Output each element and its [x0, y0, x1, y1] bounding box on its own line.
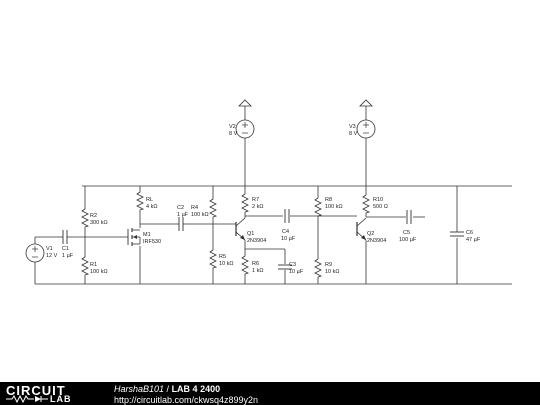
resistor-r9: R9 10 kΩ — [314, 257, 340, 278]
q1-value: 2N3904 — [247, 238, 266, 244]
capacitor-c2: C2 1 µF — [176, 205, 189, 231]
resistor-r6: R6 1 kΩ — [241, 254, 263, 275]
circuitlab-logo: CIRCUIT LAB — [4, 382, 96, 405]
resistor-rl: RL 4 kΩ — [136, 190, 157, 212]
c3-value: 10 µF — [289, 269, 304, 275]
r7-value: 2 kΩ — [252, 204, 263, 210]
v3-name: V3 — [349, 124, 356, 130]
r5-value: 10 kΩ — [219, 261, 234, 267]
r4-value: 100 kΩ — [191, 212, 209, 218]
resistor-r8: R8 100 kΩ — [314, 196, 343, 217]
c5-name: C5 — [403, 230, 410, 236]
c1-value: 1 µF — [62, 253, 74, 259]
resistor-r4: R4 100 kΩ — [191, 197, 218, 218]
c1-name: C1 — [62, 246, 69, 252]
wires — [34, 138, 512, 285]
capacitor-c6: C6 47 µF — [450, 230, 481, 243]
v1-value: 12 V — [46, 253, 58, 259]
r6-value: 1 kΩ — [252, 268, 263, 274]
m1-name: M1 — [143, 232, 151, 238]
resistor-r7: R7 2 kΩ — [241, 192, 263, 213]
resistor-r10: R10 500 Ω — [362, 193, 388, 214]
r5-name: R5 — [219, 254, 226, 260]
logo-text-top: CIRCUIT — [6, 383, 66, 398]
mosfet-m1: M1 IRF530 — [127, 228, 161, 246]
v2-value: 8 V — [229, 131, 238, 137]
capacitor-c4: C4 10 µF — [281, 209, 296, 242]
c6-name: C6 — [466, 230, 473, 236]
logo-text-bottom: LAB — [50, 394, 72, 404]
rl-value: 4 kΩ — [146, 204, 157, 210]
q1-name: Q1 — [247, 231, 254, 237]
r2-value: 300 kΩ — [90, 220, 108, 226]
rl-name: RL — [146, 197, 153, 203]
circuit-title[interactable]: LAB 4 2400 — [171, 384, 221, 394]
voltage-source-v1: V1 12 V — [25, 243, 58, 263]
c4-value: 10 µF — [281, 236, 296, 242]
q2-value: 2N3904 — [367, 238, 386, 244]
capacitor-c1: C1 1 µF — [58, 230, 74, 259]
circuit-caption: HarshaB101 / LAB 4 2400 — [114, 384, 220, 394]
author-link[interactable]: HarshaB101 — [114, 384, 165, 394]
caption-separator: / — [164, 384, 172, 394]
r1-name: R1 — [90, 262, 97, 268]
r4-name: R4 — [191, 205, 198, 211]
r9-value: 10 kΩ — [325, 269, 340, 275]
r7-name: R7 — [252, 197, 259, 203]
circuit-schematic: V1 12 V C1 1 µF R2 300 kΩ R1 100 kΩ RL 4… — [25, 99, 512, 285]
v2-name: V2 — [229, 124, 236, 130]
transistor-q1: Q1 2N3904 — [235, 216, 266, 244]
r2-name: R2 — [90, 213, 97, 219]
r10-name: R10 — [373, 197, 383, 203]
capacitor-c3: C3 10 µF — [278, 262, 304, 275]
resistor-r5: R5 10 kΩ — [209, 248, 234, 269]
resistor-r2: R2 300 kΩ — [81, 207, 108, 228]
r1-value: 100 kΩ — [90, 269, 108, 275]
r8-value: 100 kΩ — [325, 204, 343, 210]
q2-name: Q2 — [367, 231, 374, 237]
footer-bar: CIRCUIT LAB HarshaB101 / LAB 4 2400 http… — [0, 382, 540, 405]
voltage-source-v2: V2 8 V — [229, 99, 255, 139]
resistor-diode-icon — [6, 395, 48, 403]
c2-value: 1 µF — [177, 212, 189, 218]
v1-name: V1 — [46, 246, 53, 252]
r10-value: 500 Ω — [373, 204, 388, 210]
r6-name: R6 — [252, 261, 259, 267]
voltage-source-v3: V3 8 V — [349, 99, 376, 139]
r8-name: R8 — [325, 197, 332, 203]
c2-name: C2 — [177, 205, 184, 211]
c4-name: C4 — [282, 229, 289, 235]
r9-name: R9 — [325, 262, 332, 268]
capacitor-c5: C5 100 µF — [399, 210, 417, 243]
c3-name: C3 — [289, 262, 296, 268]
resistor-r1: R1 100 kΩ — [81, 255, 108, 276]
c5-value: 100 µF — [399, 237, 417, 243]
v3-value: 8 V — [349, 131, 358, 137]
c6-value: 47 µF — [466, 237, 481, 243]
circuit-url[interactable]: http://circuitlab.com/ckwsq4z899y2n — [114, 395, 259, 405]
m1-value: IRF530 — [143, 239, 161, 245]
transistor-q2: Q2 2N3904 — [356, 217, 386, 244]
